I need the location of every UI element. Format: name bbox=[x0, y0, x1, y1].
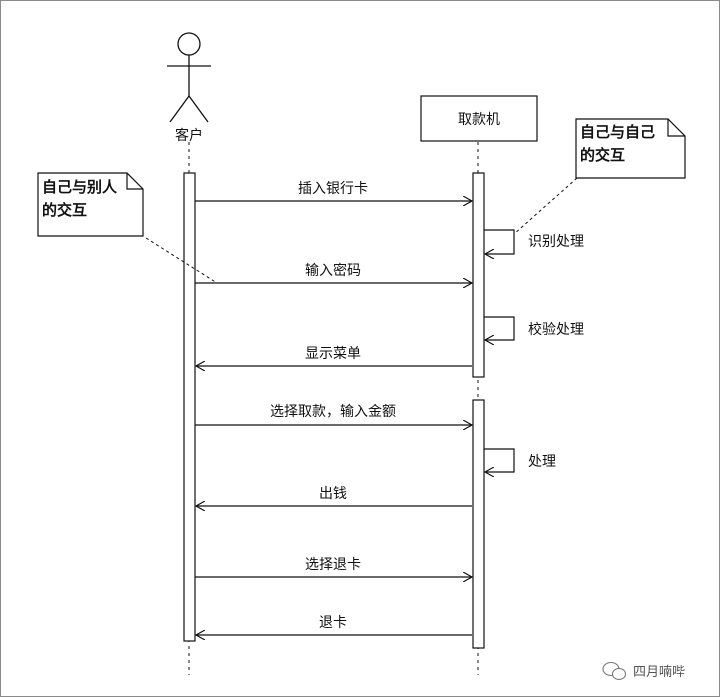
note-right-connector bbox=[513, 177, 578, 235]
self-message-label-recognize: 识别处理 bbox=[528, 234, 584, 250]
message-label-show-menu: 显示菜单 bbox=[305, 346, 361, 362]
note-right: 自己与自己 的交互 bbox=[575, 118, 686, 179]
note-right-line1: 自己与自己 bbox=[580, 123, 655, 141]
atm-activation-2 bbox=[472, 399, 485, 649]
self-message-recognize bbox=[484, 229, 515, 254]
self-message-label-process: 处理 bbox=[528, 454, 556, 470]
message-label-select-return-card: 选择退卡 bbox=[305, 557, 361, 573]
self-message-process bbox=[484, 448, 515, 472]
customer-activation bbox=[183, 172, 196, 642]
self-message-verify bbox=[484, 316, 515, 340]
message-label-enter-password: 输入密码 bbox=[305, 262, 361, 279]
message-label-dispense: 出钱 bbox=[319, 486, 347, 502]
note-left-connector bbox=[145, 237, 218, 284]
message-label-insert-card: 插入银行卡 bbox=[298, 181, 368, 197]
customer-actor bbox=[167, 32, 211, 123]
wechat-icon bbox=[602, 661, 627, 681]
message-label-return-card: 退卡 bbox=[319, 615, 347, 631]
self-message-label-verify: 校验处理 bbox=[528, 321, 584, 338]
note-left: 自己与别人 的交互 bbox=[37, 172, 144, 237]
atm-participant-box bbox=[420, 95, 538, 142]
note-left-line1: 自己与别人 bbox=[42, 178, 118, 196]
customer-label: 客户 bbox=[175, 127, 203, 144]
note-left-line2: 的交互 bbox=[42, 201, 87, 219]
note-right-line2: 的交互 bbox=[580, 146, 625, 164]
atm-label: 取款机 bbox=[458, 112, 500, 128]
atm-activation-1 bbox=[472, 172, 485, 378]
message-label-select-withdraw: 选择取款，输入金额 bbox=[270, 404, 396, 420]
watermark: 四月喃哔 bbox=[602, 661, 685, 681]
watermark-text: 四月喃哔 bbox=[633, 665, 685, 680]
